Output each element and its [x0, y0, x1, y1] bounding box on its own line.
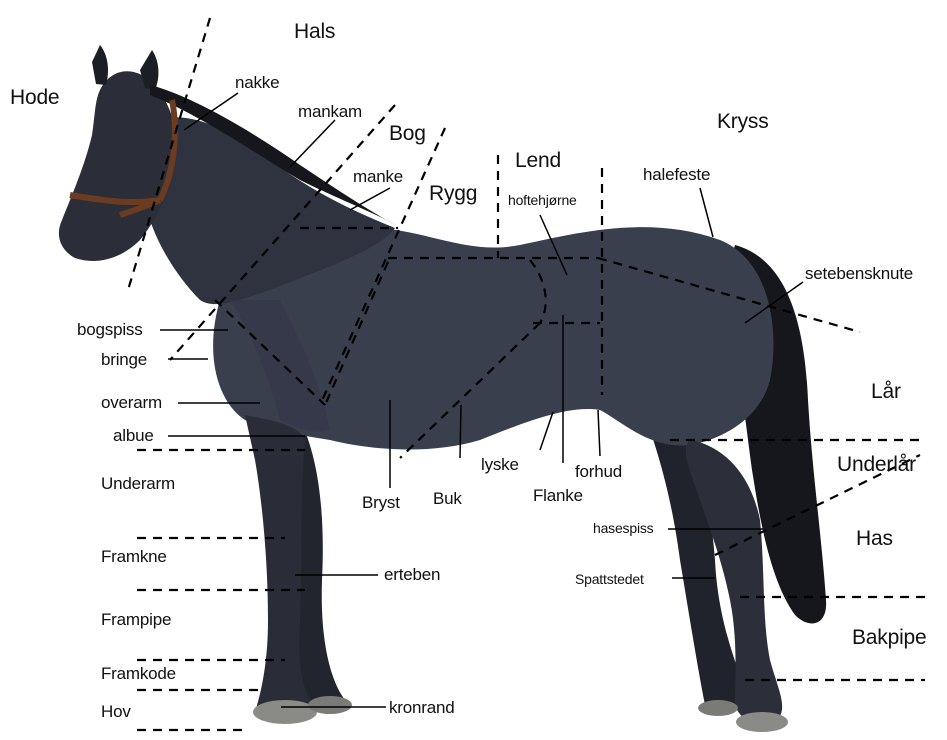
label-erteben: erteben — [384, 566, 440, 583]
label-has: Has — [856, 528, 893, 549]
label-frampipe: Frampipe — [101, 611, 171, 628]
label-spattstedet: Spattstedet — [575, 572, 644, 586]
label-hov: Hov — [101, 703, 131, 720]
label-bakpipe: Bakpipe — [852, 627, 927, 648]
label-hals: Hals — [294, 21, 335, 42]
label-forhud: forhud — [575, 463, 622, 480]
label-setebensknute: setebensknute — [805, 265, 913, 282]
label-bryst: Bryst — [362, 494, 400, 511]
label-hode: Hode — [10, 87, 59, 108]
label-hasespiss: hasespiss — [593, 521, 653, 535]
label-bog: Bog — [389, 123, 426, 144]
label-underlar: Underlår — [837, 454, 916, 475]
label-lar: Lår — [871, 381, 901, 402]
label-nakke: nakke — [235, 74, 279, 91]
label-lend: Lend — [515, 150, 561, 171]
label-underarm: Underarm — [101, 475, 175, 492]
label-framkne: Framkne — [101, 548, 167, 565]
label-manke: manke — [353, 168, 403, 185]
label-kryss: Kryss — [717, 111, 769, 132]
label-framkode: Framkode — [101, 665, 176, 682]
label-bogspiss: bogspiss — [77, 321, 143, 338]
label-hoftehjorne: hoftehjørne — [508, 193, 577, 207]
label-halefeste: halefeste — [643, 166, 710, 183]
label-flanke: Flanke — [533, 487, 583, 504]
label-mankam: mankam — [298, 103, 362, 120]
label-kronrand: kronrand — [389, 699, 455, 716]
label-overarm: overarm — [101, 394, 162, 411]
label-albue: albue — [113, 427, 154, 444]
label-buk: Buk — [433, 490, 462, 507]
label-rygg: Rygg — [429, 183, 477, 204]
label-lyske: lyske — [481, 456, 519, 473]
label-bringe: bringe — [101, 351, 147, 368]
